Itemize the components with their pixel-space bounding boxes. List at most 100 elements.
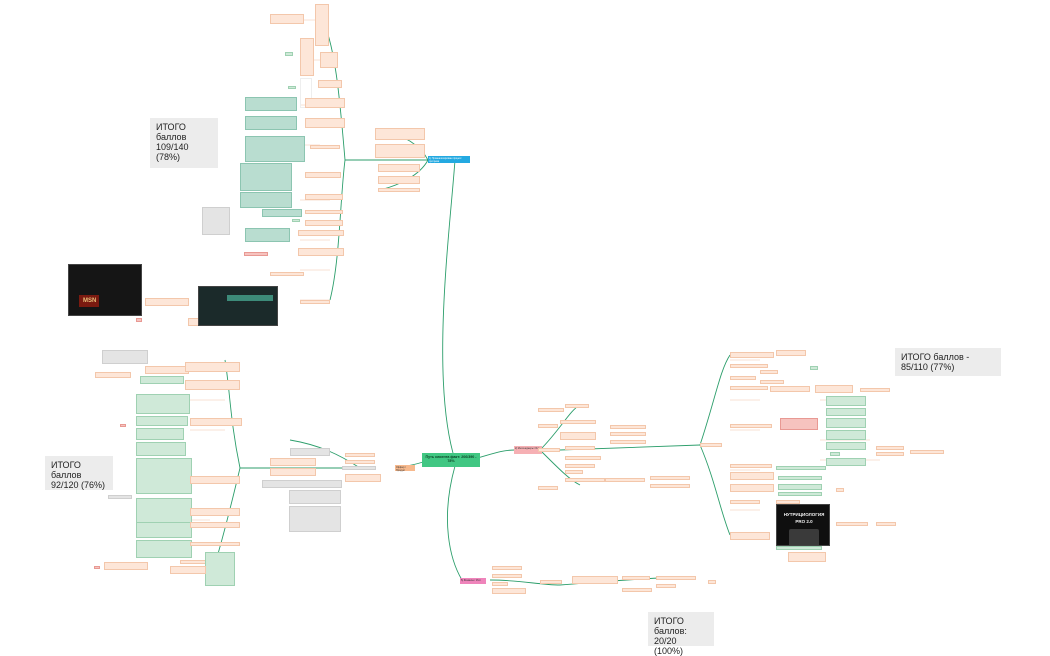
note: [190, 508, 240, 516]
branch-top[interactable]: 1) Проанализирован процесс прогрева: [428, 156, 470, 163]
note: [136, 540, 192, 558]
note: [730, 352, 774, 358]
note: [136, 428, 184, 440]
note: [298, 248, 344, 256]
note: [136, 522, 192, 538]
note: [145, 298, 189, 306]
connector-top: [442, 159, 456, 461]
note: [345, 453, 375, 457]
note: [108, 495, 132, 499]
note: [826, 442, 866, 450]
branch-bottom[interactable]: 5) Финансы / Итог: [460, 578, 486, 584]
note: [492, 574, 522, 578]
note: [610, 425, 646, 429]
note: [190, 522, 240, 528]
note: [170, 566, 206, 574]
note: [262, 480, 342, 488]
note: [245, 228, 290, 242]
note: [876, 522, 896, 526]
note: [285, 52, 293, 56]
note: [289, 490, 341, 504]
note: [305, 118, 345, 128]
note: [776, 350, 806, 356]
note: [778, 492, 822, 496]
note: [240, 163, 292, 191]
note: [298, 230, 344, 236]
note: [310, 145, 340, 149]
note: [288, 86, 296, 89]
note: [289, 506, 341, 532]
note: [565, 456, 601, 460]
note: [730, 424, 772, 428]
note: [190, 476, 240, 484]
note: [190, 418, 242, 426]
note: [610, 440, 646, 444]
note: [305, 172, 341, 178]
screenshot-text: MSN: [83, 298, 97, 304]
branch-left[interactable]: Оффер / Продукт: [395, 465, 415, 472]
note: [104, 562, 148, 570]
note: [730, 484, 774, 492]
note: [245, 97, 297, 111]
note: [262, 209, 302, 217]
note: [815, 385, 853, 393]
note: [876, 452, 904, 456]
note: [305, 210, 343, 214]
note: [565, 470, 583, 474]
note: [300, 300, 330, 304]
note: [610, 432, 646, 436]
note: [318, 80, 342, 88]
note: [270, 458, 316, 466]
note: [730, 500, 760, 504]
note: [538, 486, 558, 490]
note: [102, 350, 148, 364]
note: [136, 394, 190, 414]
score-left: ИТОГО баллов 92/120 (76%): [45, 456, 113, 490]
note: [305, 98, 345, 108]
note: [788, 552, 826, 562]
note: [378, 176, 420, 184]
score-right: ИТОГО баллов - 85/110 (77%): [895, 348, 1001, 376]
note: [708, 580, 716, 584]
note: [378, 188, 420, 192]
note: [315, 4, 329, 46]
note: [244, 252, 268, 256]
note: [560, 432, 596, 440]
note: [492, 588, 526, 594]
note: [876, 446, 904, 450]
note: [780, 418, 818, 430]
note: [378, 164, 420, 172]
central-node[interactable]: Путь клиента факт: 206/390 - 78%: [422, 453, 480, 467]
note: [270, 468, 316, 476]
note: [136, 458, 192, 494]
note: [538, 424, 558, 428]
note: [650, 476, 690, 480]
note: [572, 576, 618, 584]
note: [375, 128, 425, 140]
note: [776, 466, 826, 470]
note: [292, 219, 300, 222]
note: [202, 207, 230, 235]
screenshot-image-1: MSN: [68, 264, 142, 316]
note: [656, 576, 696, 580]
note: [305, 220, 343, 226]
note: [245, 116, 297, 130]
note: [826, 396, 866, 406]
note: [730, 364, 768, 368]
note: [300, 38, 314, 76]
note: [565, 478, 605, 482]
poster-image: НУТРИЦИОЛОГИЯ PRO 2.0: [776, 504, 830, 546]
note: [826, 430, 866, 440]
score-top-left: ИТОГО баллов 109/140 (78%): [150, 118, 218, 168]
branch-right[interactable]: 2) Мессенджеры / Бот: [514, 446, 542, 454]
note: [910, 450, 944, 454]
note: [560, 420, 596, 424]
note: [538, 408, 564, 412]
note: [760, 370, 778, 374]
note: [136, 442, 186, 456]
note: [492, 582, 508, 586]
note: [320, 52, 338, 68]
note: [826, 408, 866, 416]
note: [760, 380, 784, 384]
note: [778, 476, 822, 480]
